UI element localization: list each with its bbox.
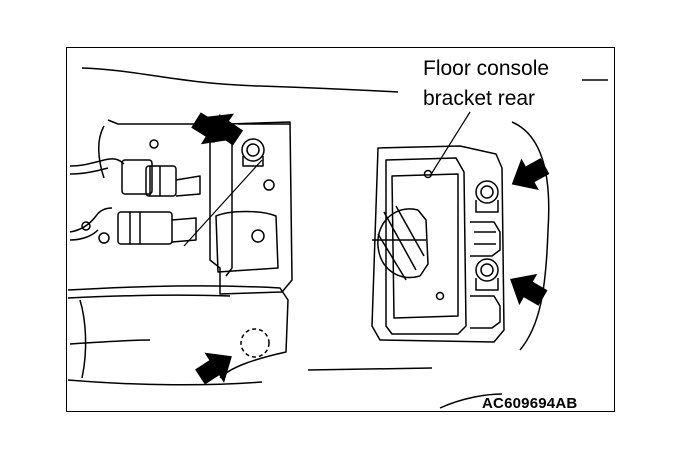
wiring-harness bbox=[69, 158, 201, 245]
console-top-outline bbox=[81, 67, 608, 93]
bolt-upper-right bbox=[475, 180, 499, 213]
arrow-icon bbox=[501, 263, 552, 314]
illustration-frame bbox=[66, 47, 615, 412]
callout-label-line2: bracket rear bbox=[423, 87, 536, 110]
figure-code: AC609694AB bbox=[482, 395, 578, 412]
leader-lines bbox=[183, 111, 471, 247]
dashed-circle-icon bbox=[240, 328, 270, 358]
arrow-icon bbox=[503, 150, 554, 201]
bolt-upper-left bbox=[241, 138, 265, 167]
bolt-lower-right bbox=[475, 258, 499, 291]
floor-console-bracket-rear bbox=[371, 121, 550, 351]
floor-lines bbox=[307, 367, 503, 409]
callout-label-line1: Floor console bbox=[423, 57, 550, 80]
console-left-assembly bbox=[67, 119, 293, 386]
